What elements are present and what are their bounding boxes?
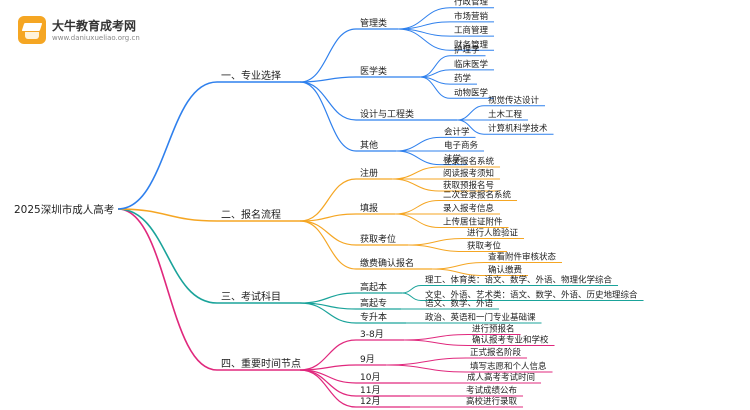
leaf-connector	[401, 285, 422, 294]
group-connector	[299, 178, 357, 222]
leaf-node: 视觉传达设计	[488, 95, 540, 106]
branch-connector	[117, 208, 218, 222]
group-node: 设计与工程类	[360, 108, 414, 120]
leaf-node: 高校进行录取	[466, 396, 518, 407]
leaf-node: 语文、数学、外语	[425, 298, 494, 309]
leaf-connector	[395, 136, 441, 152]
leaf-node: 政治、英语和一门专业基础课	[425, 312, 536, 323]
leaf-node: 登录报名系统	[443, 156, 495, 167]
group-connector	[299, 81, 357, 152]
group-node: 高起本	[360, 281, 387, 293]
leaf-connector	[397, 7, 451, 30]
leaf-node: 上传居住证附件	[443, 217, 503, 228]
leaf-node: 法学	[444, 154, 462, 165]
leaf-node: 理工、体育类：语文、数学、外语、物理化学综合	[425, 275, 613, 286]
leaf-node: 计算机科学技术	[488, 123, 548, 134]
branch-node: 二、报名流程	[221, 208, 281, 221]
group-node: 12月	[360, 396, 380, 407]
leaf-node: 行政管理	[454, 0, 489, 8]
leaf-node: 电子商务	[444, 140, 479, 151]
leaf-node: 文史、外语、艺术类：语文、数学、外语、历史地理综合	[425, 290, 638, 301]
logo-url: www.daniuxueliao.org.cn	[52, 34, 140, 42]
leaf-node: 进行预报名	[472, 324, 515, 335]
leaf-node: 进行人脸验证	[467, 228, 519, 239]
leaf-connector	[456, 105, 485, 121]
group-connector	[299, 369, 357, 408]
leaf-connector	[407, 244, 464, 252]
leaf-node: 查看附件审核状态	[488, 252, 557, 263]
group-node: 10月	[360, 372, 380, 383]
group-node: 其他	[360, 139, 378, 151]
group-connector	[299, 220, 357, 270]
site-logo: 大牛教育成考网 www.daniuxueliao.org.cn	[18, 16, 158, 46]
leaf-node: 护理学	[454, 45, 480, 56]
leaf-node: 土木工程	[488, 109, 523, 120]
group-node: 9月	[360, 354, 375, 365]
group-node: 11月	[360, 385, 380, 396]
group-node: 医学类	[360, 65, 387, 77]
leaf-node: 动物医学	[454, 87, 489, 98]
group-node: 注册	[360, 167, 378, 179]
group-connector	[299, 369, 357, 384]
branch-node: 三、考试科目	[221, 290, 281, 303]
leaf-connector	[431, 262, 485, 270]
group-node: 3-8月	[360, 329, 384, 340]
leaf-connector	[385, 357, 467, 366]
group-connector	[299, 339, 357, 371]
group-connector	[299, 220, 357, 246]
leaf-connector	[385, 364, 467, 373]
leaf-node: 录入报考信息	[443, 203, 495, 214]
group-node: 缴费确认报名	[360, 257, 414, 269]
group-node: 高起专	[360, 297, 387, 309]
leaf-connector	[391, 166, 440, 180]
leaf-connector	[391, 178, 440, 192]
logo-name: 大牛教育成考网	[52, 19, 137, 33]
leaf-node: 获取预报名号	[443, 180, 494, 191]
leaf-node: 成人高考考试时间	[467, 372, 535, 383]
leaf-node: 获取考位	[467, 241, 502, 252]
leaf-node: 正式报名阶段	[470, 347, 522, 358]
leaf-node: 药学	[454, 73, 472, 84]
branch-node: 四、重要时间节点	[221, 357, 301, 370]
leaf-node: 工商管理	[454, 25, 489, 36]
group-connector	[299, 81, 357, 121]
group-connector	[299, 76, 357, 83]
branch-node: 一、专业选择	[221, 69, 281, 82]
leaf-node: 临床医学	[454, 59, 489, 70]
leaf-connector	[403, 334, 469, 341]
group-connector	[299, 28, 357, 83]
leaf-node: 填写志愿和个人信息	[470, 361, 547, 372]
group-node: 填报	[360, 202, 378, 214]
group-node: 专升本	[360, 311, 387, 323]
leaf-node: 财务管理	[454, 39, 489, 50]
group-connector	[299, 292, 357, 304]
branch-connector	[117, 81, 218, 210]
leaf-node: 确认缴费	[488, 265, 523, 276]
leaf-node: 考试成绩公布	[466, 385, 517, 396]
leaf-connector	[394, 213, 440, 228]
leaf-connector	[407, 238, 464, 246]
leaf-node: 会计学	[444, 126, 470, 137]
leaf-connector	[395, 150, 441, 166]
graduation-cap-icon	[18, 16, 46, 44]
leaf-node: 二次登录报名系统	[443, 190, 512, 201]
leaf-node: 确认报考专业和学校	[472, 335, 549, 346]
leaf-connector	[394, 200, 440, 215]
root-node: 2025深圳市成人高考	[14, 203, 114, 216]
group-node: 管理类	[360, 17, 387, 29]
leaf-node: 阅读报考须知	[443, 168, 494, 179]
leaf-connector	[403, 339, 469, 346]
branch-connector	[117, 208, 218, 304]
leaf-connector	[419, 55, 451, 78]
branch-connector	[117, 208, 218, 371]
leaf-connector	[401, 292, 422, 301]
group-node: 获取考位	[360, 233, 396, 245]
leaf-node: 市场营销	[454, 11, 489, 22]
